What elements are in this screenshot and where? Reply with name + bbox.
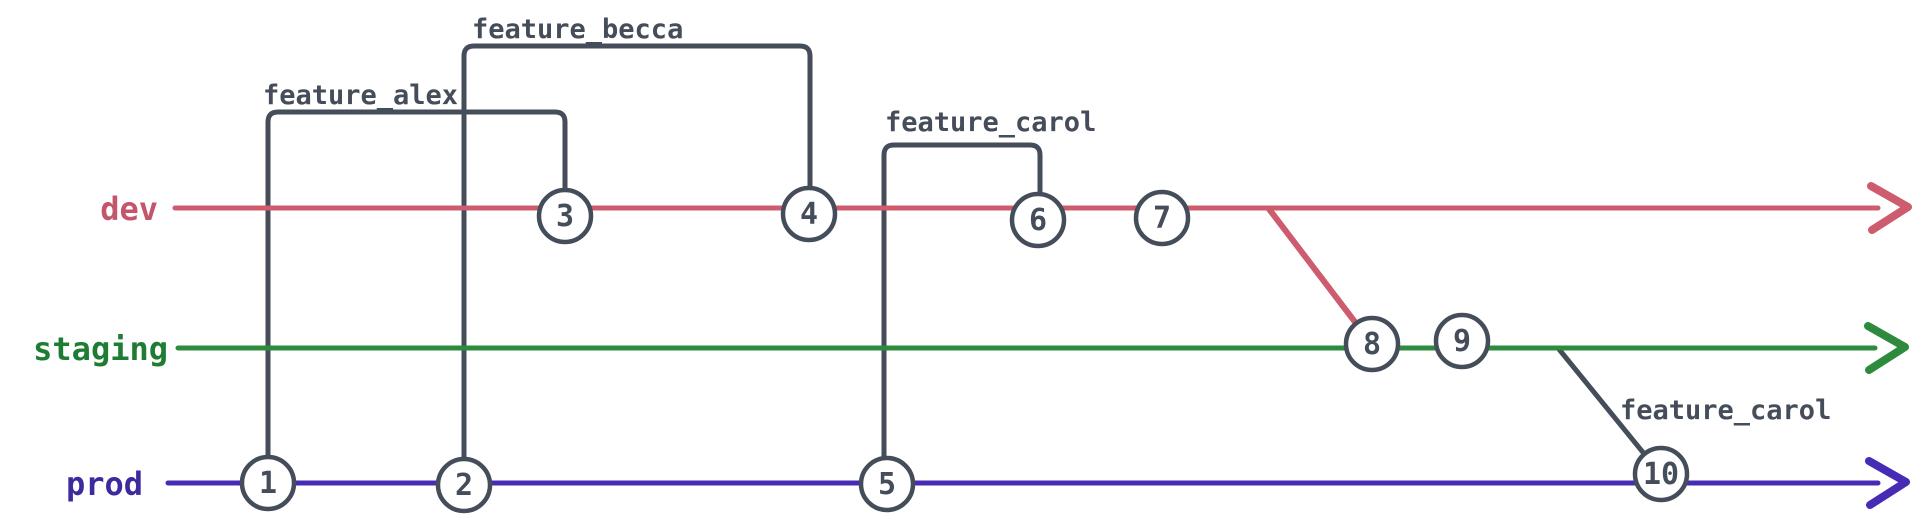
feature-path-feature_becca-1 [461,43,813,483]
commit-node-8: 8 [1343,315,1401,373]
commit-circle-1 [239,454,297,512]
commit-node-4: 4 [780,185,838,243]
feature-branch-lines [265,43,1662,483]
feature-path-feature_carol-2 [881,142,1043,483]
commit-node-10: 10 [1632,445,1690,503]
commit-number-6: 6 [1029,203,1047,238]
branch-label-dev: dev [100,190,158,228]
commit-circle-10 [1632,445,1690,503]
commit-number-4: 4 [800,197,818,232]
commit-circle-2 [435,456,493,514]
commit-node-3: 3 [536,187,594,245]
labels: feature_alexfeature_beccafeature_carolfe… [33,14,1831,503]
feature-path-feature_carol-3 [1555,345,1662,475]
commit-node-5: 5 [858,455,916,513]
commit-number-3: 3 [556,199,574,234]
commit-circle-6 [1009,191,1067,249]
commit-circle-7 [1133,189,1191,247]
commit-number-8: 8 [1363,327,1381,362]
commit-number-5: 5 [878,467,896,502]
feature-label-feature_becca-1: feature_becca [472,14,683,45]
arrowhead-icon-prod [1865,457,1910,509]
commit-node-2: 2 [435,456,493,514]
commit-node-7: 7 [1133,189,1191,247]
commit-node-6: 6 [1009,191,1067,249]
commit-number-2: 2 [455,468,473,503]
commit-circle-3 [536,187,594,245]
feature-label-feature_carol-2: feature_carol [885,107,1096,138]
commit-number-9: 9 [1453,324,1471,359]
arrowhead-icon-dev [1867,182,1912,234]
arrowhead-icon-staging [1864,322,1909,374]
commit-number-10: 10 [1643,457,1679,492]
commit-circle-8 [1343,315,1401,373]
feature-path-feature_alex-0 [265,109,568,481]
commit-node-1: 1 [239,454,297,512]
merge-lines [1266,206,1374,346]
commit-nodes: 1 2 3 4 5 6 7 8 9 10 [239,185,1690,514]
commit-circle-4 [780,185,838,243]
branch-label-prod: prod [66,465,143,503]
feature-label-feature_carol-3: feature_carol [1620,395,1831,426]
commit-circle-9 [1433,312,1491,370]
branch-label-staging: staging [33,330,168,368]
commit-number-1: 1 [259,466,277,501]
feature-label-feature_alex-0: feature_alex [263,80,458,111]
commit-circle-5 [858,455,916,513]
commit-number-7: 7 [1153,201,1171,236]
commit-node-9: 9 [1433,312,1491,370]
merge-line-dev-to-staging [1266,206,1374,346]
